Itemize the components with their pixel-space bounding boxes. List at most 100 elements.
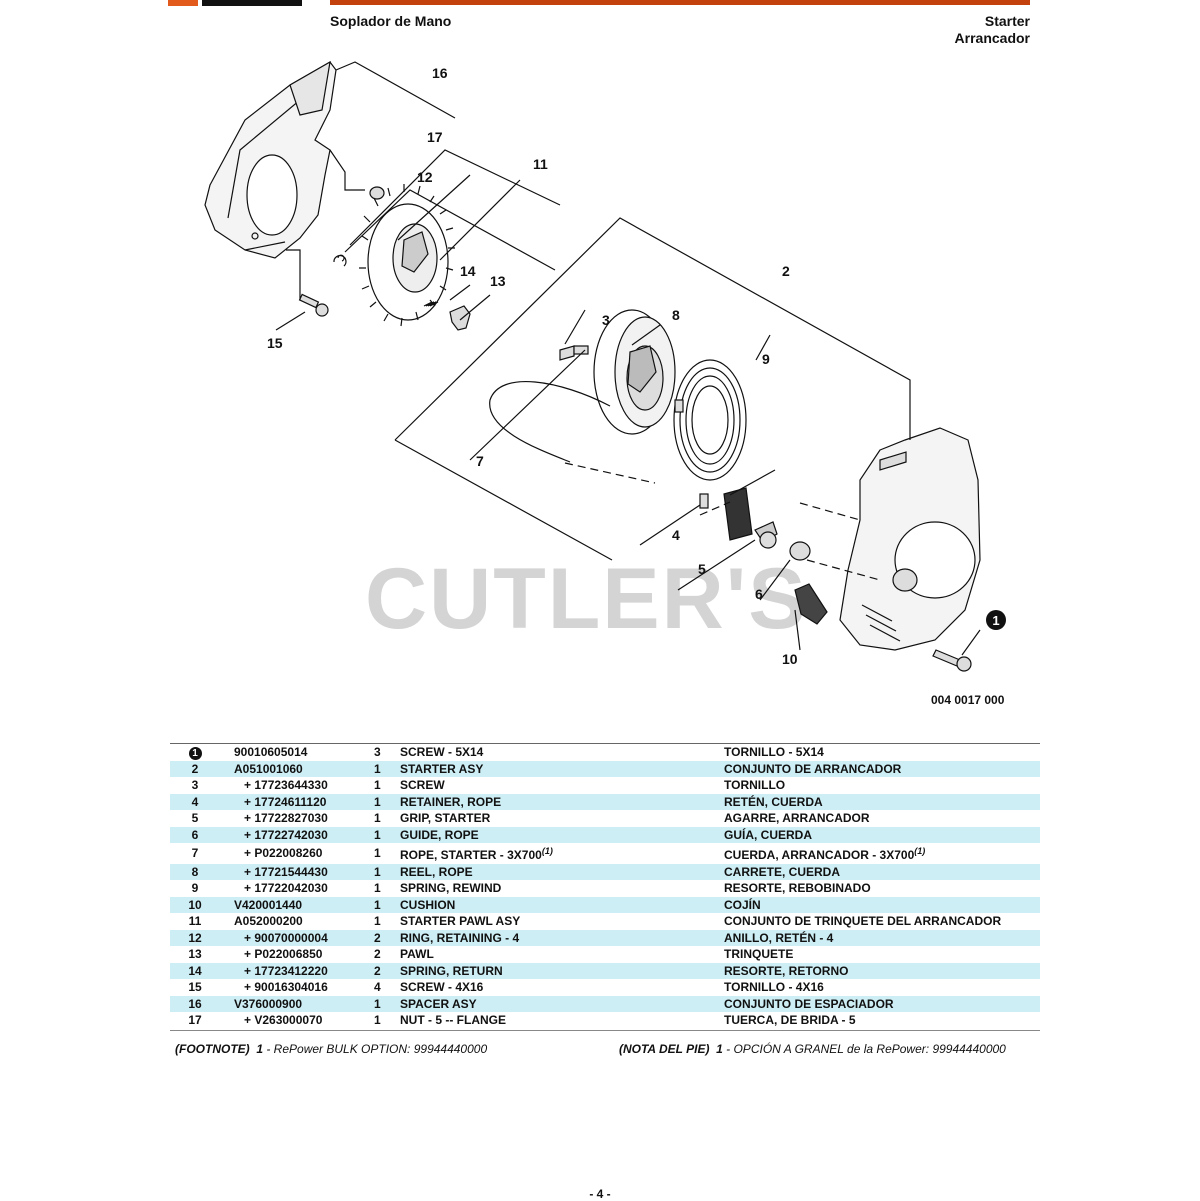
cell-ref-number: 1 — [170, 744, 220, 761]
cell-part-number: V376000900 — [220, 995, 374, 1012]
cell-ref-number: 9 — [191, 881, 199, 895]
callout-3: 3 — [602, 312, 610, 328]
cell-description-spanish: TORNILLO - 5X14 — [724, 745, 824, 759]
cell-quantity: 1 — [374, 914, 381, 928]
diagram-reference-code: 004 0017 000 — [931, 693, 1005, 707]
rope-guide — [789, 541, 811, 561]
pawl — [449, 305, 471, 331]
svg-text:1: 1 — [992, 613, 999, 628]
cell-description-spanish: CARRETE, CUERDA — [724, 863, 1040, 880]
callout-13: 13 — [490, 273, 506, 289]
cell-description-english: SCREW - 4X16 — [400, 980, 484, 994]
cell-ref-number: 12 — [170, 929, 220, 946]
cell-quantity: 1 — [374, 793, 400, 810]
callout-4: 4 — [672, 527, 680, 543]
return-spring — [423, 301, 439, 307]
cell-description-english: GUIDE, ROPE — [400, 826, 724, 843]
cell-part-number: + 17724611120 — [220, 793, 374, 810]
cell-quantity: 2 — [374, 962, 400, 979]
cell-ref-number: 11 — [188, 914, 202, 928]
callout-9: 9 — [762, 351, 770, 367]
cell-description-spanish: RESORTE, REBOBINADO — [724, 881, 871, 895]
cell-description-spanish: CONJUNTO DE TRINQUETE DEL ARRANCADOR — [724, 914, 1002, 928]
cell-ref-number: 17 — [188, 1013, 202, 1027]
cell-description-spanish: TORNILLO — [724, 778, 786, 792]
retaining-ring — [333, 254, 347, 267]
page-title-right: Starter Arrancador — [955, 13, 1030, 47]
rewind-spring — [673, 359, 747, 481]
cell-ref-number: 2 — [170, 760, 220, 777]
cell-quantity: 1 — [374, 826, 400, 843]
cell-ref-number: 6 — [170, 826, 220, 843]
footnote-english: (FOOTNOTE) 1 - RePower BULK OPTION: 9994… — [175, 1042, 488, 1056]
cell-part-number: + 90070000004 — [220, 929, 374, 946]
cell-description-spanish: TORNILLO - 4X16 — [724, 980, 824, 994]
cell-quantity: 1 — [374, 995, 400, 1012]
cell-part-number: A052000200 — [234, 914, 303, 928]
cell-part-number: + P022006850 — [244, 947, 323, 961]
cell-part-number: A051001060 — [220, 760, 374, 777]
cell-ref-number: 13 — [188, 947, 202, 961]
cell-description-english: ROPE, STARTER - 3X700(1) — [400, 846, 553, 862]
cell-description-english: NUT - 5 -- FLANGE — [400, 1013, 506, 1027]
cell-description-english: RETAINER, ROPE — [400, 793, 724, 810]
header-accent-bar — [330, 0, 1030, 5]
cell-description-english: STARTER ASY — [400, 760, 724, 777]
callout-17: 17 — [427, 129, 443, 145]
cell-description-english: SPRING, REWIND — [400, 881, 502, 895]
cell-ref-number: 5 — [191, 811, 199, 825]
callout-15: 15 — [267, 335, 283, 351]
screw-4x16 — [298, 293, 329, 317]
watermark: CUTLER'S — [365, 551, 808, 647]
title-spanish: Arrancador — [954, 30, 1030, 46]
cell-quantity: 1 — [374, 863, 400, 880]
cell-ref-number: 4 — [170, 793, 220, 810]
spacer-housing — [204, 60, 337, 259]
callout-12: 12 — [417, 169, 433, 185]
cell-description-english: CUSHION — [400, 896, 724, 913]
cell-part-number: + 17723412220 — [220, 962, 374, 979]
title-english: Starter — [984, 13, 1030, 29]
cell-description-spanish: TRINQUETE — [724, 947, 794, 961]
callout-8: 8 — [672, 307, 680, 323]
cell-quantity: 1 — [374, 846, 381, 860]
cell-description-spanish: CONJUNTO DE ARRANCADOR — [724, 760, 1040, 777]
callout-10: 10 — [782, 651, 798, 667]
cell-ref-number: 7 — [191, 846, 199, 860]
cushion — [794, 583, 828, 625]
cell-description-spanish: GUÍA, CUERDA — [724, 826, 1040, 843]
callout-6: 6 — [755, 586, 763, 602]
cell-part-number: 90010605014 — [234, 745, 308, 759]
brand-logo — [168, 0, 302, 6]
cell-ref-number: 15 — [188, 980, 202, 994]
table-bottom-rule — [170, 1030, 1040, 1031]
cell-quantity: 2 — [374, 929, 400, 946]
cell-quantity: 3 — [374, 745, 381, 759]
screw-5x14 — [932, 649, 972, 672]
cell-ref-number: 14 — [170, 962, 220, 979]
cell-quantity: 1 — [374, 760, 400, 777]
cell-part-number: + 90016304016 — [244, 980, 328, 994]
cell-quantity: 1 — [374, 778, 381, 792]
cell-description-spanish: RETÉN, CUERDA — [724, 793, 1040, 810]
callout-14: 14 — [460, 263, 476, 279]
callout-16: 16 — [432, 65, 448, 81]
cell-ref-number: 8 — [170, 863, 220, 880]
cell-description-english: STARTER PAWL ASY — [400, 914, 521, 928]
cell-part-number: + 17722827030 — [244, 811, 328, 825]
starter-case — [839, 427, 981, 651]
